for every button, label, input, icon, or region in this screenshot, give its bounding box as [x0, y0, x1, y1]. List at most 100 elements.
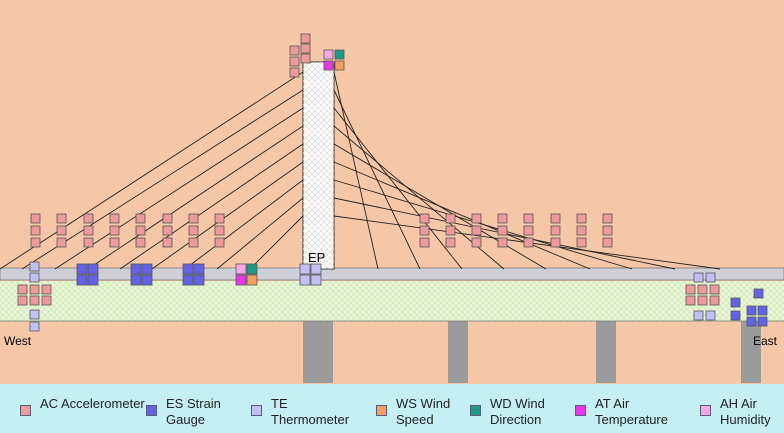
ac-swatch — [20, 405, 31, 416]
wind-direction-marker — [246, 263, 258, 275]
thermometer-marker — [310, 274, 322, 286]
girder-band-hatch — [0, 281, 784, 321]
accelerometer-marker — [109, 237, 120, 248]
strain-gauge-marker — [730, 310, 741, 321]
stay-cable-east — [333, 179, 633, 270]
stay-cable-west — [21, 89, 304, 270]
accelerometer-marker — [602, 237, 613, 248]
strain-gauge-marker — [730, 297, 741, 308]
ws-swatch — [376, 405, 387, 416]
legend-label-wd: WD Wind Direction — [490, 396, 545, 427]
at-swatch — [575, 405, 586, 416]
accelerometer-marker — [300, 43, 311, 54]
accelerometer-marker — [56, 213, 67, 224]
accelerometer-marker — [576, 225, 587, 236]
piers — [303, 321, 761, 383]
te-swatch — [251, 405, 262, 416]
accelerometer-marker — [685, 284, 696, 295]
legend-label-ws: WS Wind Speed — [396, 396, 451, 427]
accelerometer-marker — [30, 237, 41, 248]
accelerometer-marker — [289, 67, 300, 78]
accelerometer-marker — [419, 237, 430, 248]
air-humidity-marker — [323, 49, 334, 60]
thermometer-marker — [29, 321, 40, 332]
thermometer-marker — [705, 272, 716, 283]
accelerometer-marker — [576, 237, 587, 248]
wind-speed-marker — [334, 60, 345, 71]
stay-cables — [0, 71, 721, 270]
accelerometer-marker — [109, 225, 120, 236]
strain-gauge-marker — [753, 288, 764, 299]
accelerometer-marker — [576, 213, 587, 224]
air-temperature-marker — [323, 60, 334, 71]
bridge-elevation-svg — [0, 33, 784, 383]
thermometer-marker — [693, 272, 704, 283]
strain-gauge-marker — [130, 263, 142, 275]
accelerometer-marker — [162, 237, 173, 248]
stay-cable-west — [87, 125, 304, 270]
accelerometer-marker — [29, 284, 40, 295]
pier-column — [596, 321, 616, 383]
accelerometer-marker — [685, 295, 696, 306]
strain-gauge-marker — [182, 274, 194, 286]
accelerometer-marker — [471, 225, 482, 236]
strain-gauge-marker — [141, 263, 153, 275]
accelerometer-marker — [135, 225, 146, 236]
stay-cable-west — [119, 143, 304, 270]
accelerometer-marker — [214, 225, 225, 236]
pier-label: EP — [308, 250, 326, 265]
tower-hatch — [303, 62, 334, 269]
accelerometer-marker — [56, 237, 67, 248]
road-deck — [0, 267, 784, 281]
stay-cable-west — [216, 197, 304, 270]
thermometer-marker — [705, 310, 716, 321]
air-temperature-marker — [235, 274, 247, 286]
accelerometer-marker — [30, 213, 41, 224]
accelerometer-marker — [17, 295, 28, 306]
accelerometer-marker — [289, 56, 300, 67]
strain-gauge-marker — [87, 263, 99, 275]
thermometer-marker — [299, 274, 311, 286]
accelerometer-marker — [471, 213, 482, 224]
strain-gauge-marker — [193, 263, 205, 275]
ah-swatch — [700, 405, 711, 416]
stay-cable-east — [333, 71, 379, 270]
accelerometer-marker — [83, 225, 94, 236]
deck — [0, 267, 784, 322]
wind-direction-marker — [334, 49, 345, 60]
accelerometer-marker — [709, 295, 720, 306]
strain-gauge-marker — [757, 316, 768, 327]
accelerometer-marker — [497, 225, 508, 236]
strain-gauge-marker — [141, 274, 153, 286]
accelerometer-marker — [523, 237, 534, 248]
accelerometer-marker — [300, 53, 311, 64]
accelerometer-marker — [497, 213, 508, 224]
thermometer-marker — [299, 263, 311, 275]
strain-gauge-marker — [746, 305, 757, 316]
stay-cable-east — [333, 161, 591, 270]
legend-label-ac: AC Accelerometer — [40, 396, 145, 411]
thermometer-marker — [29, 309, 40, 320]
accelerometer-marker — [523, 225, 534, 236]
accelerometer-marker — [188, 225, 199, 236]
accelerometer-marker — [709, 284, 720, 295]
strain-gauge-marker — [182, 263, 194, 275]
west-label: West — [4, 334, 32, 348]
pier-column — [303, 321, 333, 383]
accelerometer-marker — [162, 213, 173, 224]
accelerometer-marker — [109, 213, 120, 224]
pier-column — [448, 321, 468, 383]
accelerometer-marker — [135, 213, 146, 224]
strain-gauge-marker — [757, 305, 768, 316]
accelerometer-marker — [523, 213, 534, 224]
accelerometer-marker — [17, 284, 28, 295]
thermometer-marker — [693, 310, 704, 321]
accelerometer-marker — [30, 225, 41, 236]
accelerometer-marker — [214, 237, 225, 248]
accelerometer-marker — [56, 225, 67, 236]
strain-gauge-marker — [746, 316, 757, 327]
accelerometer-marker — [188, 237, 199, 248]
strain-gauge-marker — [193, 274, 205, 286]
accelerometer-marker — [29, 295, 40, 306]
